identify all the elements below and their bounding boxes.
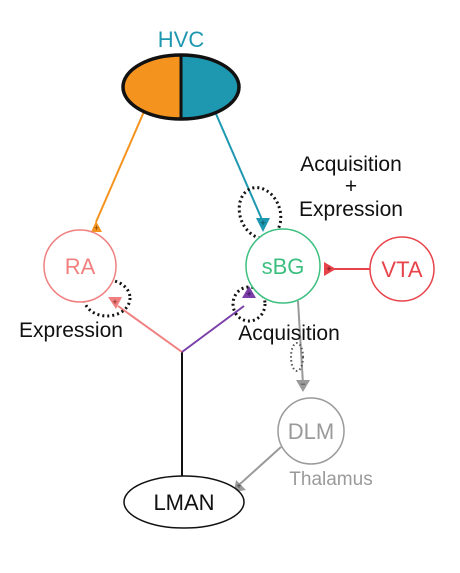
synapse-sign: + (246, 289, 251, 299)
synapse-vta-sbg: + (324, 262, 336, 276)
annotation-expression-top: Expression (299, 198, 403, 221)
node-ra: RA (43, 229, 117, 303)
edge-lman-ra (117, 305, 183, 353)
node-sbg: sBG (245, 228, 321, 304)
synapse-sign: + (112, 297, 117, 307)
sbg-label: sBG (262, 254, 305, 279)
node-vta: VTA (369, 236, 435, 302)
synapse-lman-sbg: + (242, 286, 256, 299)
synapse-lman-ra: + (108, 297, 122, 309)
dlm-label: DLM (288, 419, 334, 444)
hvc-label: HVC (158, 27, 205, 52)
synapse-sbg-dlm: − (296, 379, 310, 392)
annotation-plus: + (345, 175, 357, 198)
edge-hvc-ra (95, 106, 147, 223)
annotation-expression: Expression (19, 319, 123, 342)
plasticity-marker-sbg-dlm (290, 342, 304, 372)
hvc-right-half (181, 55, 239, 119)
synapse-sign: + (94, 223, 99, 233)
annotation-acquisition: Acquisition (238, 322, 340, 345)
synapse-sign: + (326, 264, 331, 274)
synapse-sign: − (300, 379, 305, 389)
synapse-sign: + (260, 218, 265, 228)
hvc-left-half (123, 55, 181, 119)
edge-lman-sbg (181, 305, 245, 353)
edge-sbg-dlm (297, 300, 304, 385)
synapse-hvc-sbg: + (256, 218, 270, 232)
plasticity-marker-lman-sbg (231, 285, 267, 323)
annotation-acquisition-top: Acquisition (300, 153, 402, 176)
ra-label: RA (65, 254, 96, 279)
synapse-sign: + (236, 481, 241, 491)
edge-dlm-lman (239, 446, 282, 485)
node-lman: LMAN (123, 475, 245, 529)
synapse-hvc-ra: + (91, 221, 102, 233)
vta-label: VTA (381, 257, 422, 282)
node-hvc: HVC (121, 27, 241, 121)
lman-label: LMAN (153, 490, 214, 515)
edge-hvc-sbg (212, 106, 264, 223)
annotation-thalamus: Thalamus (289, 469, 372, 490)
node-dlm: DLM (277, 397, 345, 465)
